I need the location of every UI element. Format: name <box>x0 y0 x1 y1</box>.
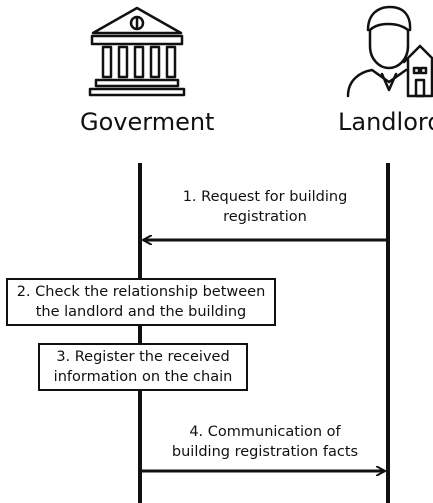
message-request-registration: 1. Request for building registration <box>172 187 358 227</box>
step-check-relationship: 2. Check the relationship between the la… <box>6 278 276 326</box>
message-communication-line2: building registration facts <box>171 444 359 460</box>
message-request-line1: 1. Request for building <box>182 189 348 205</box>
step-check-line1: 2. Check the relationship between <box>16 284 266 300</box>
step-register-line2: information on the chain <box>53 369 233 385</box>
government-label: Goverment <box>80 108 215 136</box>
step-check-line2: the landlord and the building <box>35 304 247 320</box>
landlord-label: Landlord <box>338 108 433 136</box>
landlord-house-icon <box>346 5 433 98</box>
step-register-chain: 3. Register the received information on … <box>38 343 248 391</box>
message-request-line2: registration <box>223 209 307 225</box>
government-building-icon <box>88 6 186 97</box>
step-register-line1: 3. Register the received <box>56 349 230 365</box>
message-communication-line1: 4. Communication of <box>189 424 341 440</box>
message-communication-facts: 4. Communication of building registratio… <box>162 422 368 462</box>
